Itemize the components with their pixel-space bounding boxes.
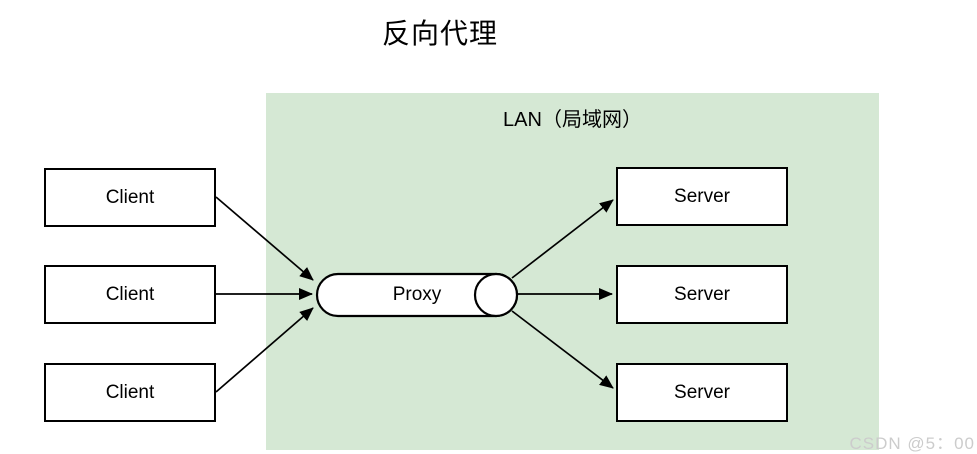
server-node-3: Server <box>616 363 788 422</box>
server-node-1-label: Server <box>674 185 730 207</box>
client-node-1-label: Client <box>105 186 155 208</box>
client-node-1: Client <box>44 168 216 227</box>
server-node-2: Server <box>616 265 788 324</box>
diagram-title: 反向代理 <box>381 18 498 49</box>
client-node-3-label: Client <box>105 381 155 403</box>
client-node-2: Client <box>44 265 216 324</box>
watermark: CSDN @5：00 <box>849 434 975 453</box>
server-node-3-label: Server <box>674 381 730 403</box>
server-node-1: Server <box>616 167 788 226</box>
lan-zone-label: LAN（局域网） <box>503 109 642 131</box>
client-node-2-label: Client <box>105 283 155 305</box>
client-node-3: Client <box>44 363 216 422</box>
server-node-2-label: Server <box>674 283 730 305</box>
